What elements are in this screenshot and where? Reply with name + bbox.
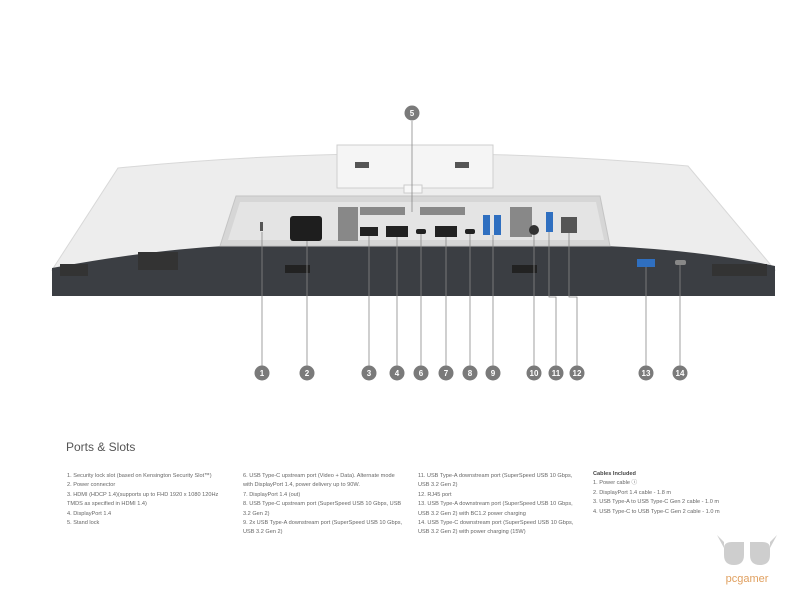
audio-jack <box>529 225 539 235</box>
usb-c-port-14 <box>675 260 686 265</box>
port-desc: 14. USB Type-C downstream port (SuperSpe… <box>418 520 574 527</box>
port-desc: USB 3.2 Gen 2) <box>243 529 283 536</box>
callout-12: 12 <box>569 365 585 381</box>
usb-a-port-11 <box>546 212 553 232</box>
callout-circle <box>485 365 501 381</box>
callout-circle <box>361 365 377 381</box>
watermark-text: pcgamer <box>726 573 769 585</box>
security-lock-slot <box>260 222 263 231</box>
port-desc: 6. USB Type-C upstream port (Video + Dat… <box>243 473 395 479</box>
callout-circle <box>672 365 688 381</box>
ports-column-1: 1. Security lock slot (based on Kensingt… <box>67 472 218 528</box>
displayport-in <box>386 226 408 237</box>
callout-number: 1 <box>260 369 265 378</box>
port-desc: 5. Stand lock <box>67 520 100 527</box>
port-desc: 1. Security lock slot (based on Kensingt… <box>67 473 212 479</box>
cables-heading: Cables Included <box>593 471 636 477</box>
callout-circle <box>462 365 478 381</box>
callout-circle <box>526 365 542 381</box>
port-desc: 11. USB Type-A downstream port (SuperSpe… <box>418 473 573 479</box>
usb-a-port-9b <box>494 215 501 235</box>
callout-10: 10 <box>526 365 542 381</box>
usb-c-upstream-video <box>416 229 426 234</box>
callout-circle <box>299 365 315 381</box>
displayport-out <box>435 226 457 237</box>
callout-4: 4 <box>389 365 405 381</box>
callout-circle <box>569 365 585 381</box>
port-desc: 12. RJ45 port <box>418 491 452 498</box>
port-desc: with DisplayPort 1.4, power delivery up … <box>243 482 360 489</box>
port-desc: 4. DisplayPort 1.4 <box>67 510 112 517</box>
callout-number: 6 <box>419 369 424 378</box>
callout-number: 8 <box>468 369 473 378</box>
callout-6: 6 <box>413 365 429 381</box>
port-desc: 8. USB Type-C upstream port (SuperSpeed … <box>243 501 402 508</box>
cable-item: 4. USB Type-C to USB Type-C Gen 2 cable … <box>593 508 720 515</box>
usb-a-port-13 <box>637 259 655 267</box>
callout-9: 9 <box>485 365 501 381</box>
callout-11: 11 <box>548 365 564 381</box>
port-desc: 2. Power connector <box>67 482 116 489</box>
callout-circle <box>438 365 454 381</box>
cables-included: Cables Included 1. Power cable ⓘ 2. Disp… <box>593 470 720 517</box>
callout-number: 13 <box>642 369 651 378</box>
callout-number: 12 <box>573 369 582 378</box>
monitor-bottom-bezel <box>52 246 775 296</box>
port-desc: 3.2 Gen 2) <box>243 510 270 517</box>
callout-circle <box>254 365 270 381</box>
port-desc: 13. USB Type-A downstream port (SuperSpe… <box>418 501 573 508</box>
ports-column-2: 6. USB Type-C upstream port (Video + Dat… <box>243 472 402 538</box>
callout-13: 13 <box>638 365 654 381</box>
ports-column-3: 11. USB Type-A downstream port (SuperSpe… <box>418 472 573 538</box>
port-desc: USB 3.2 Gen 2) <box>418 482 458 489</box>
port-desc: 9. 2x USB Type-A downstream port (SuperS… <box>243 520 403 527</box>
callout-number: 2 <box>305 369 310 378</box>
callout-14: 14 <box>672 365 688 381</box>
port-desc: USB 3.2 Gen 2) with BC1.2 power charging <box>418 510 526 517</box>
callout-5: 5 <box>404 105 420 121</box>
vents <box>60 252 767 276</box>
usb-a-port-9a <box>483 215 490 235</box>
section-title: Ports & Slots <box>66 440 136 454</box>
port-desc: 7. DisplayPort 1.4 (out) <box>243 491 301 498</box>
callout-circle <box>389 365 405 381</box>
usb-c-upstream <box>465 229 475 234</box>
callout-number: 9 <box>491 369 496 378</box>
port-desc: 3. HDMI (HDCP 1.4)(supports up to FHD 19… <box>67 491 219 498</box>
callout-7: 7 <box>438 365 454 381</box>
callout-1: 1 <box>254 365 270 381</box>
port-desc: TMDS as specified in HDMI 1.4) <box>67 501 147 508</box>
cable-item: 1. Power cable ⓘ <box>593 480 638 487</box>
power-connector <box>290 216 322 241</box>
callout-circle <box>413 365 429 381</box>
port-desc: USB 3.2 Gen 2) with power charging (15W) <box>418 529 526 536</box>
callout-number: 10 <box>530 369 539 378</box>
callout-circle <box>638 365 654 381</box>
callout-2: 2 <box>299 365 315 381</box>
cable-item: 3. USB Type-A to USB Type-C Gen 2 cable … <box>593 499 720 506</box>
cable-item: 2. DisplayPort 1.4 cable - 1.8 m <box>593 489 672 496</box>
callout-3: 3 <box>361 365 377 381</box>
leader-lines <box>261 121 681 366</box>
callout-number: 5 <box>410 109 415 118</box>
callout-number: 14 <box>676 369 685 378</box>
pcgamer-watermark-logo: pcgamer <box>717 535 777 585</box>
callout-number: 4 <box>395 369 400 378</box>
callout-number: 7 <box>444 369 449 378</box>
rj45-port <box>561 217 577 233</box>
callout-circle <box>548 365 564 381</box>
callout-circle <box>404 105 420 121</box>
internal-vents <box>338 207 532 241</box>
callout-8: 8 <box>462 365 478 381</box>
callout-number: 3 <box>367 369 372 378</box>
hdmi-port <box>360 227 378 236</box>
callout-number: 11 <box>552 369 561 378</box>
